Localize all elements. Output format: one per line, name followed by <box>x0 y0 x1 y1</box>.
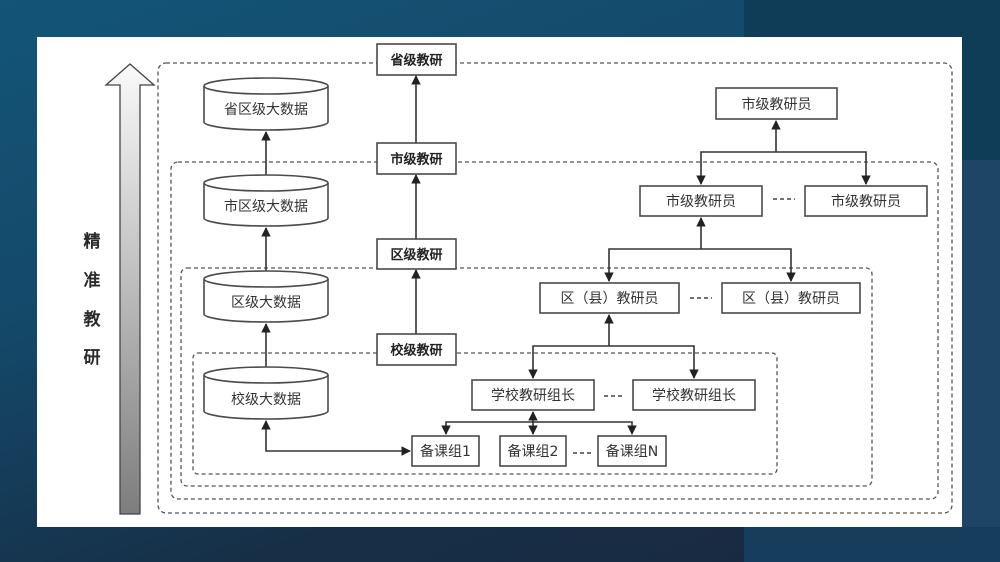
side-label-char: 准 <box>84 271 101 291</box>
group-label: 备课组N <box>606 443 658 460</box>
role-label: 市级教研员 <box>831 193 901 210</box>
role-label: 学校教研组长 <box>491 387 575 404</box>
role-box-city-left: 市级教研员 <box>639 185 763 217</box>
school-split-line <box>528 345 699 379</box>
group-box-1: 备课组1 <box>411 435 480 467</box>
group-label: 备课组2 <box>508 443 559 460</box>
data-store-label: 市区级大数据 <box>224 198 308 215</box>
level-label: 校级教研 <box>390 343 442 359</box>
data-store-city: 市区级大数据 <box>203 174 329 227</box>
role-label: 市级教研员 <box>742 96 812 113</box>
data-store-label: 区级大数据 <box>231 295 301 311</box>
city-level-container <box>170 161 939 500</box>
side-label-char: 研 <box>84 348 101 368</box>
level-label: 市级教研 <box>390 152 442 168</box>
role-box-district-left: 区（县）教研员 <box>539 282 680 314</box>
role-box-school-left: 学校教研组长 <box>471 379 595 411</box>
side-label-char: 精 <box>84 231 101 252</box>
group-box-2: 备课组2 <box>499 435 567 467</box>
level-box-province: 省级教研 <box>376 43 457 76</box>
data-store-school: 校级大数据 <box>203 366 329 420</box>
background-block-bottom-right <box>744 527 1000 562</box>
group-box-n: 备课组N <box>597 435 667 467</box>
district-split-line <box>604 248 796 282</box>
role-box-city-top: 市级教研员 <box>715 87 838 120</box>
link-school-data-group1 <box>261 420 411 456</box>
province-level-container <box>157 62 953 514</box>
precision-arrow <box>104 63 156 515</box>
role-label: 区（县）教研员 <box>561 291 659 307</box>
level-box-school: 校级教研 <box>376 333 457 366</box>
data-store-district: 区级大数据 <box>203 270 329 323</box>
district-level-container <box>180 267 873 487</box>
role-label: 区（县）教研员 <box>742 291 840 307</box>
background-block-right <box>962 160 1000 562</box>
role-label: 学校教研组长 <box>652 387 736 404</box>
role-box-district-right: 区（县）教研员 <box>721 282 861 314</box>
groups-split-line <box>441 421 637 435</box>
side-label-char: 教 <box>83 309 102 330</box>
level-box-city: 市级教研 <box>376 142 457 175</box>
level-label: 省级教研 <box>389 53 442 69</box>
group-label: 备课组1 <box>420 443 471 460</box>
role-label: 市级教研员 <box>666 193 736 210</box>
role-box-city-right: 市级教研员 <box>804 185 928 217</box>
data-store-label: 校级大数据 <box>231 391 301 408</box>
level-label: 区级教研 <box>390 247 442 263</box>
city-split-line <box>696 151 871 185</box>
role-box-school-right: 学校教研组长 <box>632 379 756 411</box>
side-label: 精 准 教 研 <box>83 231 102 368</box>
data-store-label: 省区级大数据 <box>224 102 308 118</box>
school-level-container <box>192 352 778 475</box>
data-store-province: 省区级大数据 <box>203 77 329 131</box>
level-box-district: 区级教研 <box>376 238 457 270</box>
